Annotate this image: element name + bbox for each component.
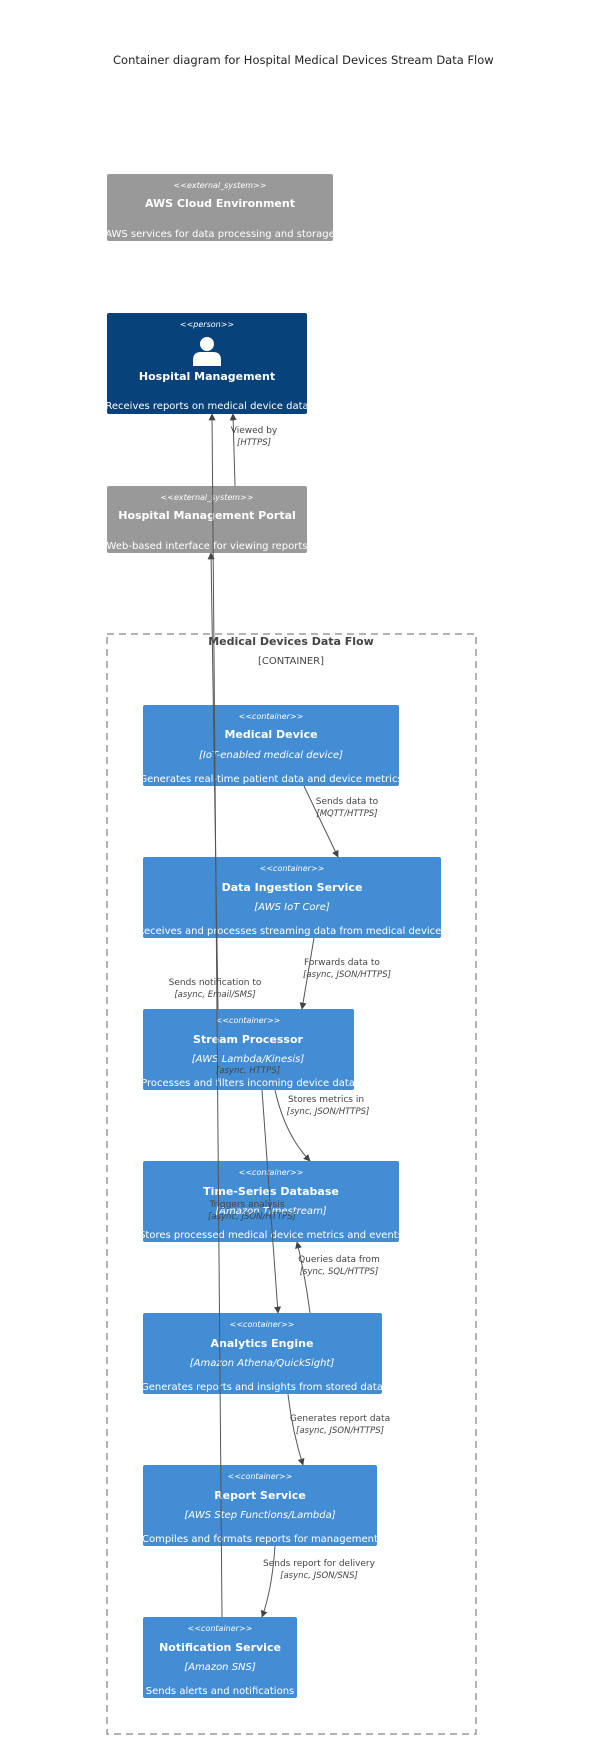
node-box	[143, 1161, 399, 1242]
edge-technology: [HTTPS]	[237, 438, 271, 448]
node-hospital-management[interactable]: <<person>> Hospital Management Receives …	[105, 313, 309, 414]
node-technology: [IoT-enabled medical device]	[199, 750, 343, 761]
node-stream-processor[interactable]: <<container>> Stream Processor [AWS Lamb…	[141, 1009, 355, 1090]
edge-technology: [async, Email/SMS]	[174, 990, 255, 1000]
edge-technology: [MQTT/HTTPS]	[316, 809, 377, 819]
node-stereotype: <<container>>	[239, 1168, 304, 1177]
node-name: Medical Device	[224, 728, 317, 741]
node-report-service[interactable]: <<container>> Report Service [AWS Step F…	[142, 1465, 378, 1546]
node-box	[143, 1313, 382, 1394]
node-name: Time-Series Database	[203, 1185, 339, 1198]
node-description: AWS services for data processing and sto…	[105, 229, 335, 240]
edge-label: Forwards data to	[304, 958, 380, 968]
edge-label: Stores metrics in	[288, 1095, 364, 1105]
node-hospital-management-portal[interactable]: <<external_system>> Hospital Management …	[107, 486, 308, 553]
edge-sends-data	[303, 785, 339, 858]
edge-triggers	[261, 1089, 282, 1314]
boundary-medical-devices-data-flow: Medical Devices Data Flow [CONTAINER]	[106, 633, 477, 1735]
person-icon	[193, 337, 221, 366]
node-stereotype: <<container>>	[188, 1624, 253, 1633]
node-description: Compiles and formats reports for managem…	[142, 1534, 378, 1545]
boundary-type: [CONTAINER]	[258, 656, 324, 667]
edge-label: Viewed by	[231, 426, 278, 436]
node-technology: [AWS Step Functions/Lambda]	[184, 1510, 335, 1521]
node-analytics-engine[interactable]: <<container>> Analytics Engine [Amazon A…	[141, 1313, 383, 1394]
edge-stream-to-portal	[207, 552, 219, 1010]
edge-label: Triggers analysis	[208, 1200, 284, 1210]
node-description: Generates real-time patient data and dev…	[139, 774, 402, 785]
node-name: Stream Processor	[193, 1033, 303, 1046]
edge-technology: [sync, JSON/HTTPS]	[287, 1107, 370, 1117]
node-box	[107, 174, 333, 241]
node-description: Web-based interface for viewing reports	[107, 541, 308, 552]
edge-stores	[274, 1089, 311, 1162]
node-technology: [AWS IoT Core]	[254, 902, 330, 913]
node-description: Receives and processes streaming data fr…	[138, 926, 447, 937]
node-description: Processes and filters incoming device da…	[141, 1078, 355, 1089]
edge-technology: [sync, SQL/HTTPS]	[300, 1267, 379, 1277]
edge-technology: [async, JSON/HTTPS]	[208, 1212, 296, 1222]
edge-technology: [async, JSON/HTTPS]	[303, 970, 391, 980]
edge-viewed-by	[229, 413, 237, 487]
edge-sends-notification	[208, 413, 223, 1618]
node-stereotype: <<external_system>>	[161, 493, 254, 502]
node-aws-cloud-environment[interactable]: <<external_system>> AWS Cloud Environmen…	[105, 174, 335, 241]
edge-label: Generates report data	[290, 1414, 390, 1424]
node-box	[143, 1465, 377, 1546]
node-box	[143, 1617, 297, 1698]
node-stereotype: <<external_system>>	[174, 181, 267, 190]
node-technology: [Amazon Athena/QuickSight]	[190, 1358, 335, 1369]
node-name: Report Service	[214, 1489, 306, 1502]
node-stereotype: <<container>>	[239, 712, 304, 721]
node-technology: [Amazon SNS]	[184, 1662, 256, 1673]
node-box	[143, 1009, 354, 1090]
node-stereotype: <<person>>	[180, 320, 234, 329]
node-description: Sends alerts and notifications	[146, 1686, 295, 1697]
node-box	[143, 857, 441, 938]
node-stereotype: <<container>>	[216, 1016, 281, 1025]
edge-generates	[287, 1393, 305, 1466]
node-description: Generates reports and insights from stor…	[141, 1382, 383, 1393]
node-box	[107, 486, 307, 553]
node-name: Notification Service	[159, 1641, 281, 1654]
node-notification-service[interactable]: <<container>> Notification Service [Amaz…	[143, 1617, 297, 1698]
node-medical-device[interactable]: <<container>> Medical Device [IoT-enable…	[139, 705, 403, 786]
diagram-title: Container diagram for Hospital Medical D…	[113, 53, 494, 67]
edge-technology: [async, JSON/HTTPS]	[296, 1426, 384, 1436]
edge-label: Sends notification to	[169, 978, 262, 988]
node-name: AWS Cloud Environment	[145, 197, 295, 210]
edge-label: Sends data to	[316, 797, 379, 807]
node-stereotype: <<container>>	[260, 864, 325, 873]
edge-forwards	[299, 937, 315, 1010]
edge-sends-report	[260, 1545, 276, 1618]
node-data-ingestion-service[interactable]: <<container>> Data Ingestion Service [AW…	[138, 857, 447, 938]
node-name: Hospital Management	[139, 370, 275, 383]
node-description: Stores processed medical device metrics …	[139, 1230, 403, 1241]
edge-label: Queries data from	[298, 1255, 380, 1265]
node-stereotype: <<container>>	[230, 1320, 295, 1329]
node-description: Receives reports on medical device data	[105, 401, 308, 412]
node-name: Hospital Management Portal	[118, 509, 296, 522]
node-name: Data Ingestion Service	[222, 881, 363, 894]
edge-queries	[295, 1241, 311, 1314]
edge-technology: [async, JSON/SNS]	[280, 1571, 358, 1581]
node-stereotype: <<container>>	[228, 1472, 293, 1481]
edge-label: Sends report for delivery	[263, 1559, 376, 1569]
boundary-frame	[106, 633, 477, 1735]
node-name: Analytics Engine	[211, 1337, 314, 1350]
boundary-name: Medical Devices Data Flow	[208, 635, 374, 648]
edge-technology: [async, HTTPS]	[216, 1066, 280, 1076]
node-technology: [AWS Lambda/Kinesis]	[192, 1054, 305, 1065]
node-box	[143, 705, 399, 786]
